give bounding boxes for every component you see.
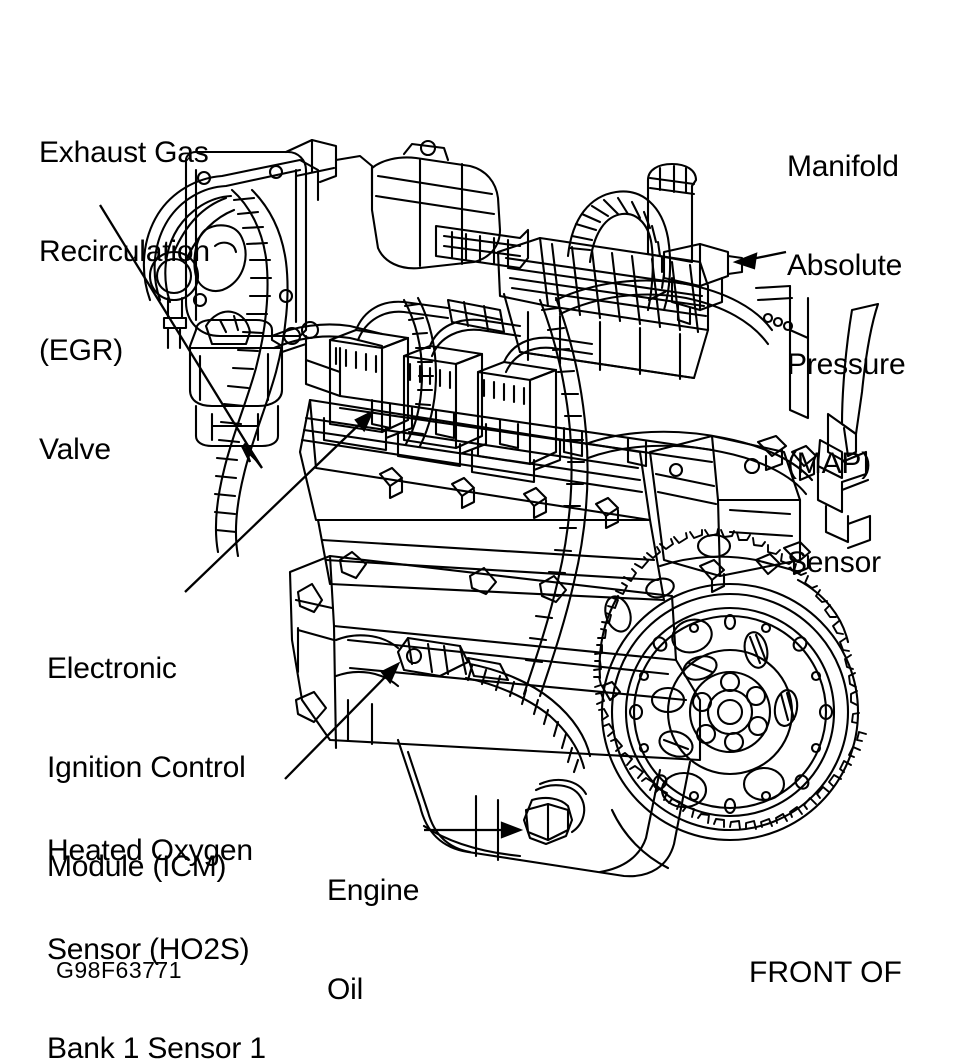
callout-icm-line-2: Ignition Control bbox=[47, 751, 246, 784]
oil-filler-neck bbox=[646, 162, 698, 264]
leader-ho2s bbox=[284, 661, 401, 780]
callout-map-line-3: Pressure bbox=[787, 348, 906, 381]
callout-icm-line-1: Electronic bbox=[47, 652, 177, 685]
leader-egr-valve bbox=[99, 204, 263, 469]
callout-ho2s-line-1: Heated Oxygen bbox=[47, 834, 253, 867]
callout-egr-line-1: Exhaust Gas bbox=[39, 136, 209, 169]
callout-engine-oil-level-switch: Engine Oil Level Switch bbox=[327, 808, 419, 1060]
front-vacuum-hose bbox=[402, 296, 438, 448]
intake-front-bracket bbox=[446, 298, 506, 334]
ring-gear-teeth bbox=[593, 528, 867, 830]
plenum-arch-hose bbox=[566, 190, 672, 312]
callout-map-line-2: Absolute bbox=[787, 249, 903, 282]
figure-code: G98F63771 bbox=[56, 957, 182, 983]
leader-icm bbox=[184, 409, 375, 593]
orientation-note-line-2: ENGINE bbox=[777, 1055, 892, 1060]
flywheel-rivets bbox=[628, 613, 834, 815]
callout-egr-valve: Exhaust Gas Recirculation (EGR) Valve bbox=[39, 70, 210, 532]
callout-egr-line-4: Valve bbox=[39, 433, 111, 466]
callout-ho2s-line-3: Bank 1 Sensor 1 bbox=[47, 1032, 266, 1060]
flywheel-hub-bolts bbox=[691, 671, 769, 753]
front-cover-bracket bbox=[816, 302, 880, 550]
callout-map-line-1: Manifold bbox=[787, 150, 899, 183]
leader-map-sensor bbox=[732, 250, 787, 270]
callout-map-line-4: (MAP) bbox=[787, 447, 871, 480]
callout-icm: Electronic Ignition Control Module (ICM) bbox=[47, 586, 246, 949]
map-sensor bbox=[662, 242, 744, 326]
harness-branch-upper bbox=[554, 279, 774, 346]
valve-cover-bolts bbox=[378, 466, 620, 530]
left-corrugated-hose bbox=[213, 188, 289, 558]
block-skirt-left bbox=[296, 626, 400, 746]
callout-ho2s: Heated Oxygen Sensor (HO2S) Bank 1 Senso… bbox=[47, 768, 266, 1060]
main-wiring-harness bbox=[522, 296, 589, 698]
callout-ho2s-line-2: Sensor (HO2S) bbox=[47, 933, 250, 966]
leader-oil-level-switch bbox=[424, 821, 524, 839]
flywheel-assembly bbox=[593, 528, 867, 842]
callout-icm-line-3: Module (ICM) bbox=[47, 850, 227, 883]
orientation-note: FRONT OF ENGINE bbox=[749, 890, 902, 1060]
o2-sensor-harness bbox=[464, 662, 592, 774]
callout-oil-line-1: Engine bbox=[327, 874, 420, 907]
plenum-connector-block bbox=[434, 224, 530, 270]
egr-feed-hose bbox=[270, 320, 384, 350]
right-head-bolts bbox=[756, 434, 818, 576]
flywheel-holes bbox=[650, 618, 799, 809]
callout-oil-line-2: Oil bbox=[327, 973, 364, 1006]
dipstick-tube bbox=[754, 284, 810, 420]
callout-map-sensor: Manifold Absolute Pressure (MAP) Sensor bbox=[787, 84, 906, 645]
callout-egr-line-2: Recirculation bbox=[39, 235, 210, 268]
callout-egr-line-3: (EGR) bbox=[39, 334, 123, 367]
left-valve-cover bbox=[298, 398, 666, 602]
harness-branch-right bbox=[584, 430, 814, 496]
front-mount-bracket bbox=[294, 550, 568, 724]
exhaust-manifold-assembly bbox=[142, 150, 320, 338]
engine-oil-level-switch bbox=[522, 778, 588, 846]
accessory-bracket bbox=[280, 334, 342, 398]
heated-oxygen-sensor bbox=[396, 636, 510, 682]
egr-pipe bbox=[172, 196, 236, 262]
callout-map-line-5: Sensor bbox=[787, 546, 881, 579]
block-bosses-right bbox=[600, 533, 782, 702]
orientation-note-line-1: FRONT OF bbox=[749, 956, 902, 989]
